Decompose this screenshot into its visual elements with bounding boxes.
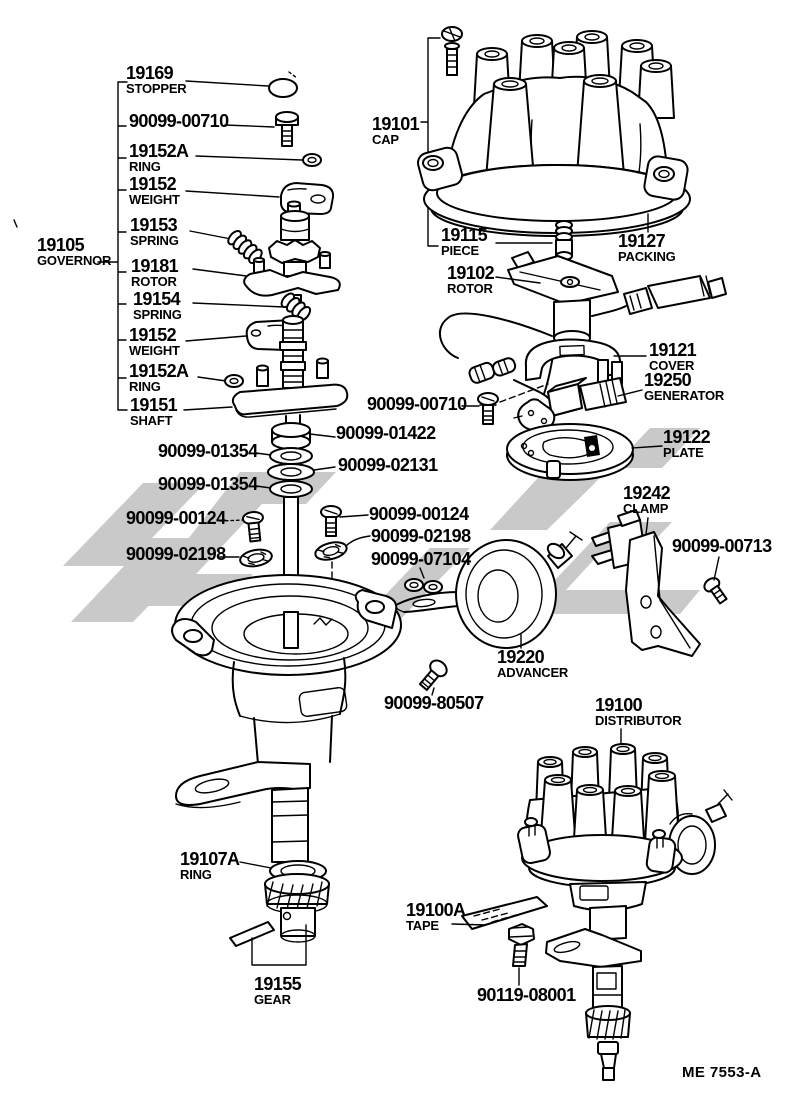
ring-19152a-upper xyxy=(302,153,322,167)
screw-00124-right xyxy=(320,505,342,537)
governor-bracket-lines xyxy=(13,81,128,411)
leader-80507 xyxy=(431,687,435,696)
distributor-housing xyxy=(171,574,402,863)
cap-bracket-lines xyxy=(420,37,441,247)
washer-02198-left xyxy=(239,548,273,568)
plate-19122 xyxy=(506,423,634,481)
screw-00124-left xyxy=(241,510,264,543)
bolt-00710-top xyxy=(275,111,299,147)
cover-19121 xyxy=(524,338,623,385)
distributor-assembly xyxy=(517,728,733,1081)
tape-19100a xyxy=(451,896,548,930)
bolt-08001 xyxy=(508,923,535,986)
generator-19250 xyxy=(547,377,627,417)
leader-00713 xyxy=(713,556,720,581)
stopper-part xyxy=(268,71,298,98)
rotor-19102 xyxy=(438,251,727,399)
ring-19152a-lower xyxy=(224,374,244,388)
screw-80507 xyxy=(418,659,448,691)
bolt-00710-mid xyxy=(461,383,549,425)
clamp-19242 xyxy=(591,509,701,657)
gear-19155-part xyxy=(229,873,330,966)
cap-screw xyxy=(441,26,463,76)
screw-00713 xyxy=(703,577,728,605)
washer-02198-right xyxy=(314,541,348,561)
piece-19115 xyxy=(555,220,573,261)
advancer-19220 xyxy=(395,531,583,649)
leader-lines-left xyxy=(183,80,425,579)
leader-lines-right xyxy=(239,213,663,869)
spring-19153 xyxy=(227,229,263,265)
drawing-code: ME 7553-A xyxy=(682,1064,762,1081)
